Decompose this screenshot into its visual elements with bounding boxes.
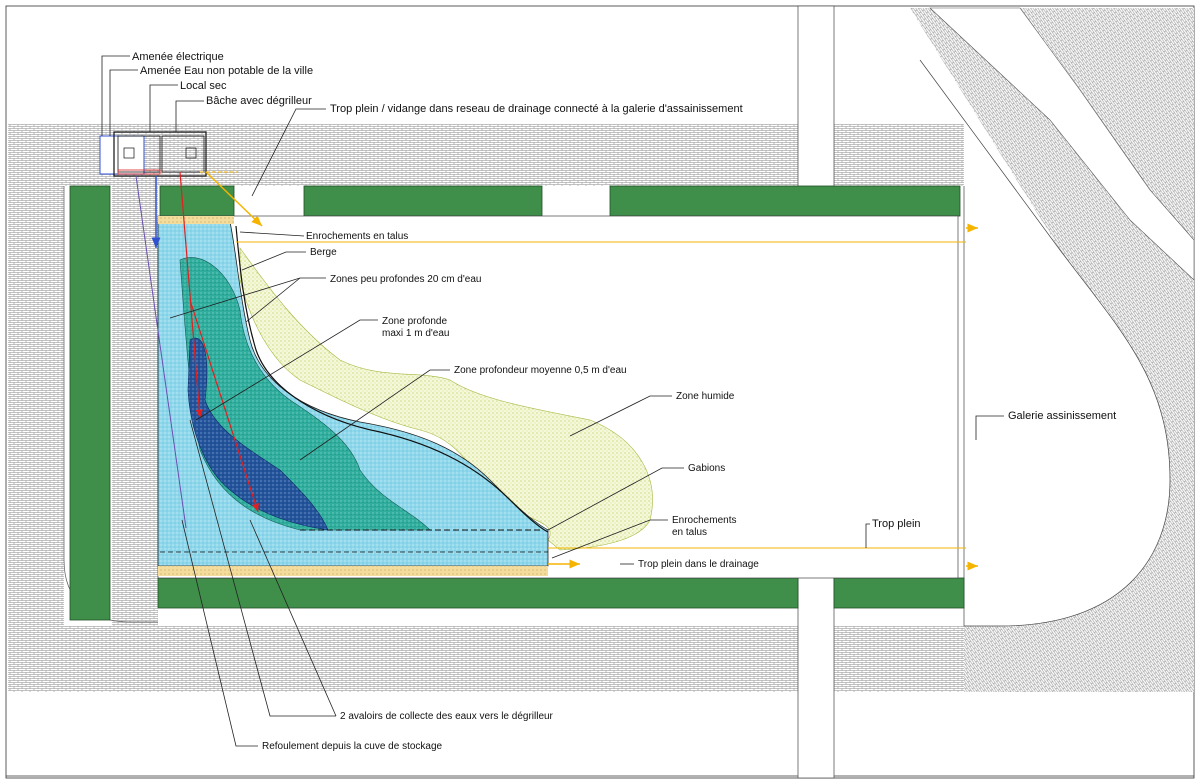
label-enrochements-bottom-2: en talus [672,527,707,538]
label-zone-humide: Zone humide [676,391,735,402]
label-trop-plein: Trop plein [872,518,921,530]
label-gabions: Gabions [688,463,725,474]
label-local-sec: Local sec [180,80,227,92]
leader-lines [101,55,1004,747]
annotations: Amenée électrique Amenée Eau non potable… [132,51,1116,752]
label-avaloirs: 2 avaloirs de collecte des eaux vers le … [340,711,554,722]
gravel-bottom-edge [158,566,548,576]
label-trop-plein-drainage: Trop plein dans le drainage [638,559,759,570]
curved-road-right [929,7,1195,281]
label-enrochements-top: Enrochements en talus [306,231,408,242]
label-refoulement: Refoulement depuis la cuve de stockage [262,741,443,752]
green-walls [69,185,965,621]
label-bache: Bâche avec dégrilleur [206,95,312,107]
label-berge: Berge [310,247,337,258]
label-zone-profonde-2: maxi 1 m d'eau [382,328,450,339]
label-zone-moyenne: Zone profondeur moyenne 0,5 m d'eau [454,365,627,376]
curved-road-outline [919,59,1171,627]
label-zones-peu-profondes: Zones peu profondes 20 cm d'eau [330,274,481,285]
technical-building [99,131,207,177]
label-enrochements-bottom-1: Enrochements [672,515,736,526]
label-zone-profonde-1: Zone profonde [382,316,447,327]
label-amenee-electrique: Amenée électrique [132,51,224,63]
label-galerie: Galerie assinissement [1008,410,1116,422]
gravel-top-edge [158,216,234,224]
wet-zone [239,247,653,551]
label-trop-plein-vidange: Trop plein / vidange dans reseau de drai… [330,103,743,115]
label-amenee-eau: Amenée Eau non potable de la ville [140,65,313,77]
pipes [135,171,978,571]
berge-line [235,225,549,533]
water-deep [187,337,329,531]
